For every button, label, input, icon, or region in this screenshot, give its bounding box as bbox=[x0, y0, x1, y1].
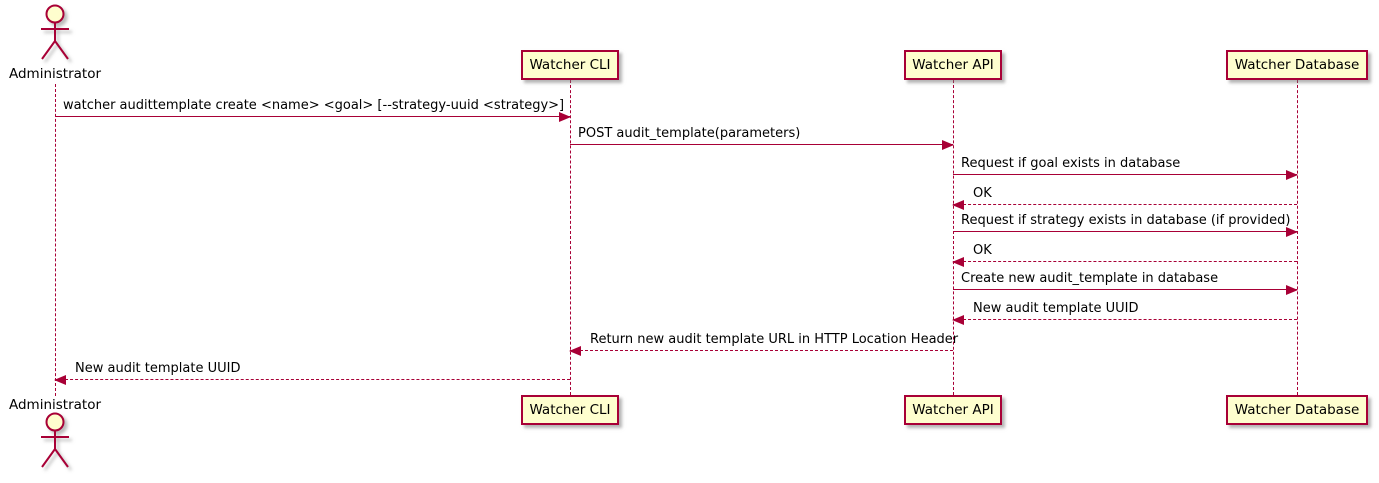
lifeline-watcher-api bbox=[953, 80, 954, 395]
actor-label-top: Administrator bbox=[8, 66, 102, 82]
message-create-audittemplate: watcher audittemplate create <name> <goa… bbox=[55, 98, 571, 122]
lifeline-administrator bbox=[55, 84, 56, 396]
message-label: Create new audit_template in database bbox=[961, 271, 1219, 286]
message-label: POST audit_template(parameters) bbox=[578, 126, 801, 141]
message-request-goal-exists: Request if goal exists in database bbox=[953, 156, 1298, 180]
message-label: OK bbox=[973, 243, 992, 258]
message-label: Request if goal exists in database bbox=[961, 156, 1181, 171]
lifeline-watcher-cli bbox=[570, 80, 571, 395]
participant-watcher-cli-bottom: Watcher CLI bbox=[521, 395, 619, 425]
arrow-dashed-left bbox=[952, 257, 1297, 267]
arrow-dashed-left bbox=[54, 375, 570, 385]
participant-watcher-api-top: Watcher API bbox=[904, 50, 1002, 80]
arrow-solid-right bbox=[953, 285, 1298, 295]
message-return-url-location-header: Return new audit template URL in HTTP Lo… bbox=[569, 332, 959, 356]
message-label: watcher audittemplate create <name> <goa… bbox=[63, 98, 565, 113]
message-create-in-database: Create new audit_template in database bbox=[953, 271, 1298, 295]
message-label: New audit template UUID bbox=[973, 301, 1139, 316]
message-request-strategy-exists: Request if strategy exists in database (… bbox=[953, 213, 1298, 237]
participant-watcher-api-bottom: Watcher API bbox=[904, 395, 1002, 425]
message-post-audit-template: POST audit_template(parameters) bbox=[570, 126, 954, 150]
message-label: Request if strategy exists in database (… bbox=[961, 213, 1291, 228]
arrow-solid-right bbox=[55, 112, 571, 122]
message-label: OK bbox=[973, 186, 992, 201]
arrow-solid-right bbox=[953, 227, 1298, 237]
arrow-dashed-left bbox=[569, 346, 953, 356]
arrow-solid-right bbox=[570, 140, 954, 150]
actor-label-bottom: Administrator bbox=[8, 397, 102, 413]
message-new-uuid-to-admin: New audit template UUID bbox=[54, 361, 570, 385]
actor-icon bbox=[41, 4, 69, 60]
lifeline-watcher-database bbox=[1297, 80, 1298, 395]
message-ok-strategy: OK bbox=[952, 243, 1297, 267]
arrow-dashed-left bbox=[952, 315, 1297, 325]
participant-watcher-database-bottom: Watcher Database bbox=[1226, 395, 1368, 425]
arrow-dashed-left bbox=[952, 200, 1297, 210]
participant-watcher-database-top: Watcher Database bbox=[1226, 50, 1368, 80]
message-ok-goal: OK bbox=[952, 186, 1297, 210]
message-new-uuid-from-db: New audit template UUID bbox=[952, 301, 1297, 325]
arrow-solid-right bbox=[953, 170, 1298, 180]
actor-icon bbox=[41, 412, 69, 468]
participant-watcher-cli-top: Watcher CLI bbox=[521, 50, 619, 80]
message-label: New audit template UUID bbox=[75, 361, 241, 376]
message-label: Return new audit template URL in HTTP Lo… bbox=[590, 332, 959, 347]
